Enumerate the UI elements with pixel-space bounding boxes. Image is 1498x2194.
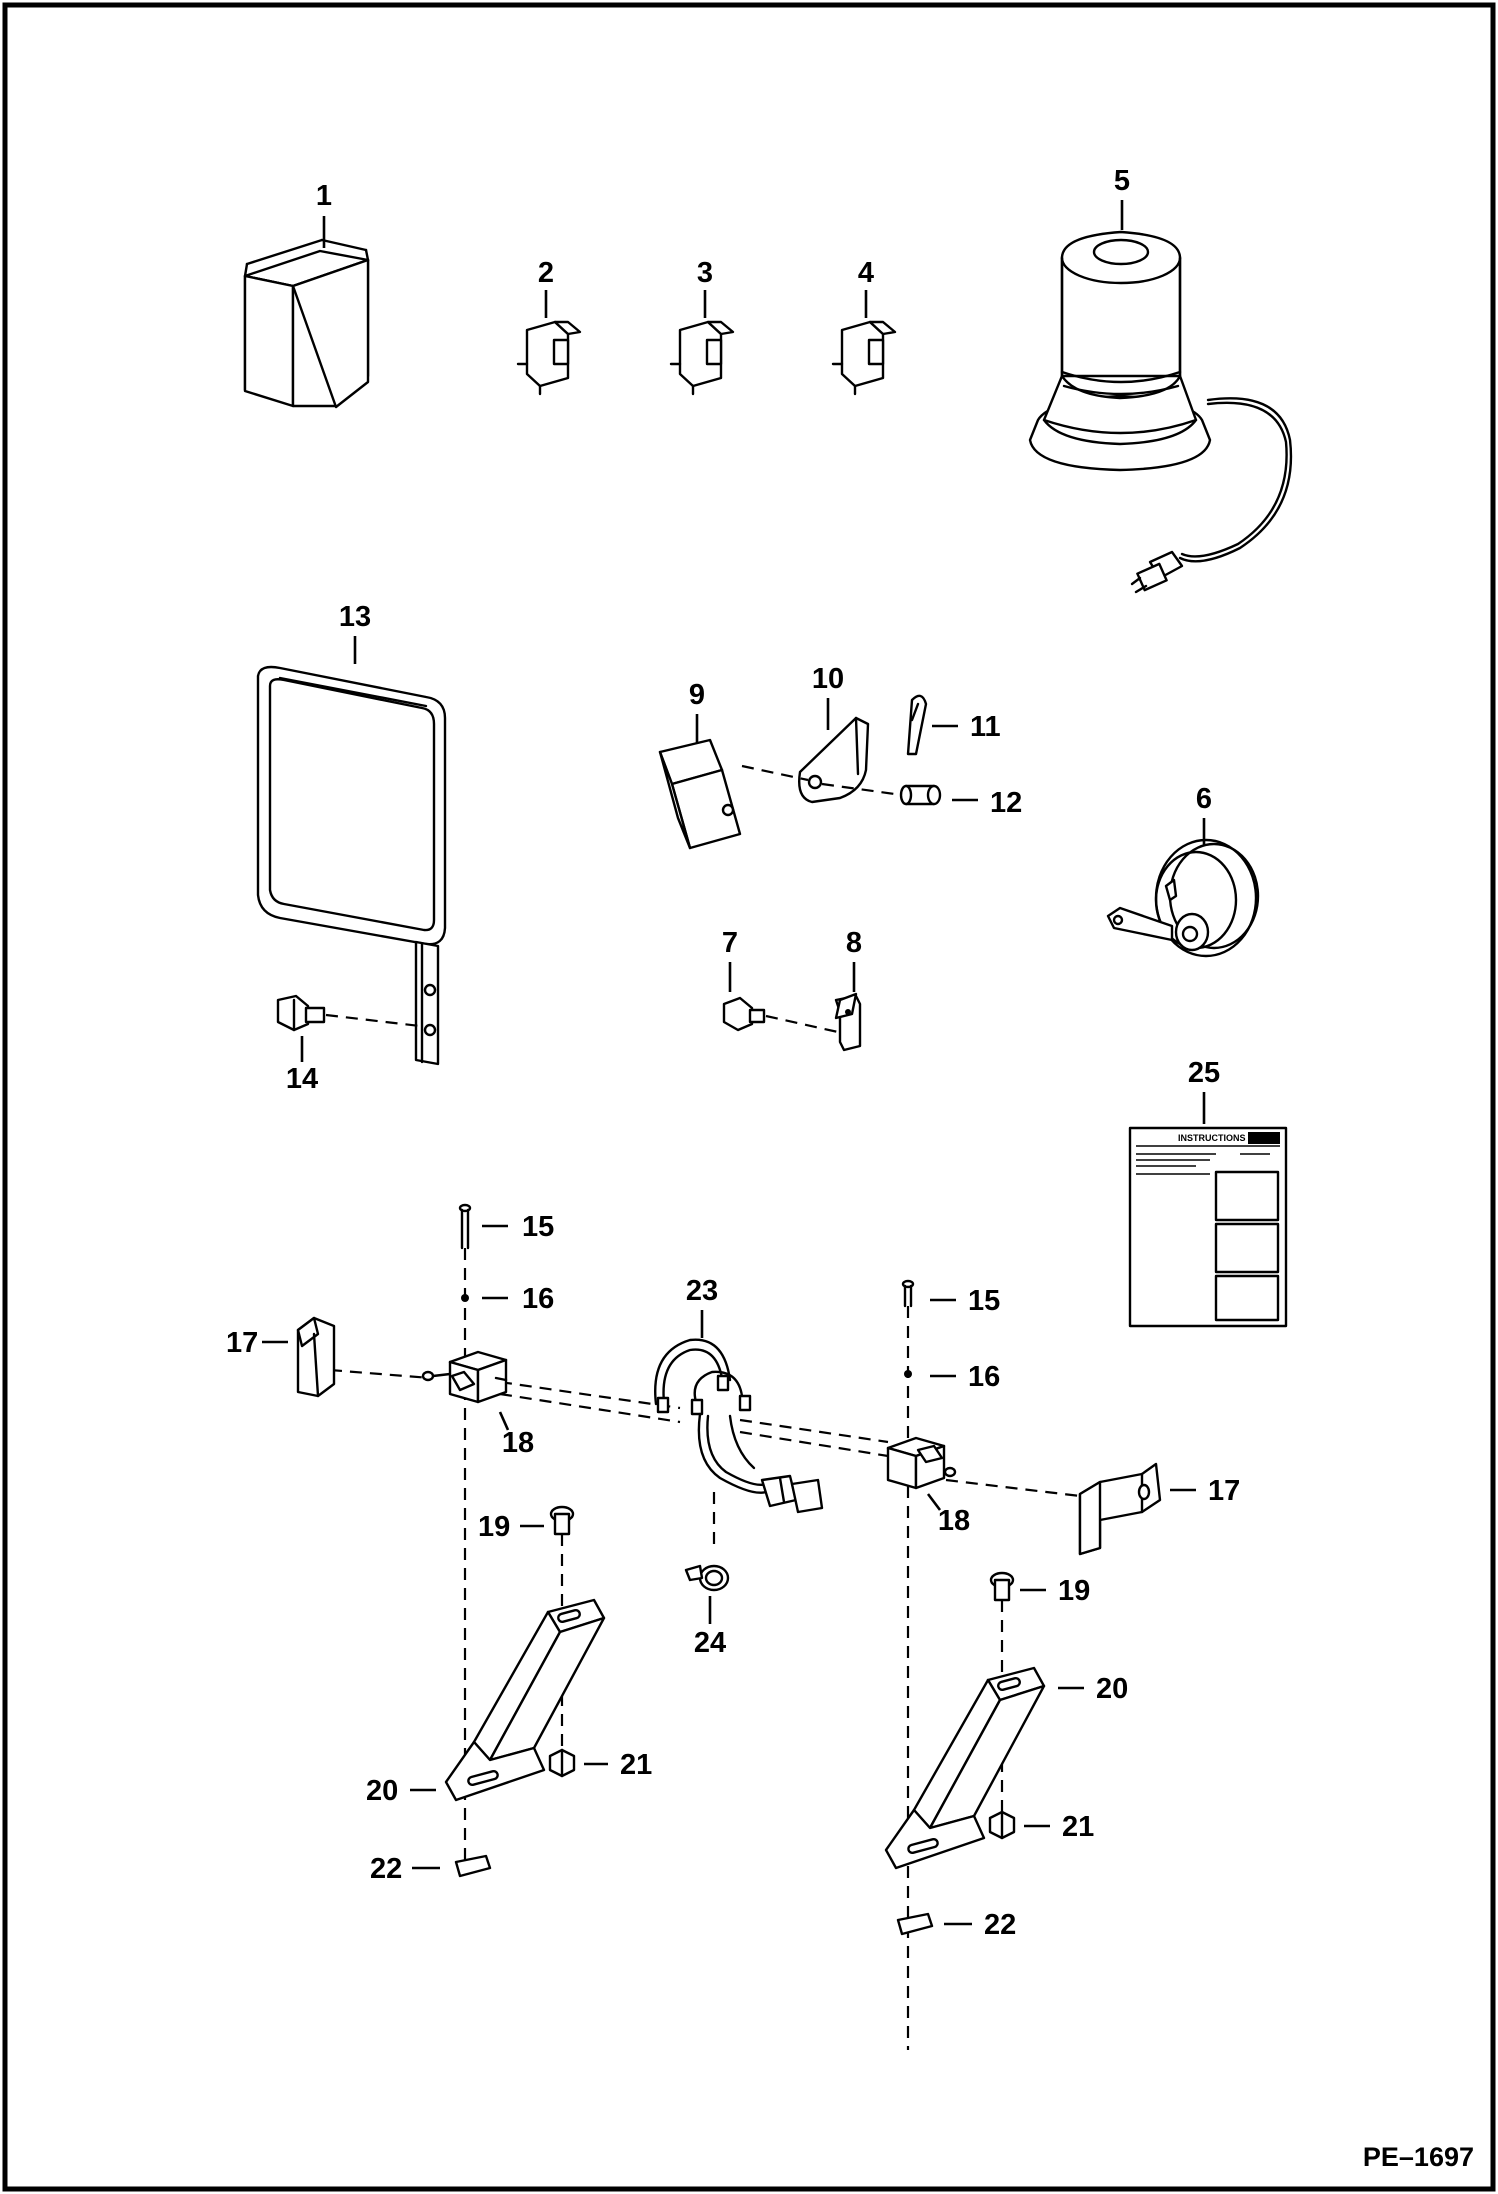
callout-11: 11 [970, 711, 1001, 743]
part-22-plate-right [896, 1912, 934, 1936]
callout-8: 8 [846, 927, 862, 959]
callout-16-left: 16 [522, 1283, 554, 1315]
callout-22-right: 22 [984, 1909, 1016, 1941]
part-11-cotter-pin [906, 694, 928, 756]
callout-19-left: 19 [478, 1511, 510, 1543]
part-17-bracket-right [1078, 1462, 1162, 1556]
part-18-block-left [421, 1350, 508, 1404]
callout-2: 2 [538, 257, 554, 289]
callout-3: 3 [697, 257, 713, 289]
callout-5: 5 [1114, 165, 1130, 197]
callout-10: 10 [812, 663, 844, 695]
part-8-clip [834, 992, 862, 1052]
part-4-switch [831, 320, 897, 396]
callout-16-right: 16 [968, 1361, 1000, 1393]
callout-6: 6 [1196, 783, 1212, 815]
part-19-bolt-right [989, 1571, 1015, 1602]
callout-23: 23 [686, 1275, 718, 1307]
callout-20-left: 20 [366, 1775, 398, 1807]
part-14-bolt [276, 994, 326, 1032]
callout-18-left: 18 [502, 1427, 534, 1459]
part-25-instruction-decal: INSTRUCTIONS [1128, 1126, 1288, 1328]
callout-24: 24 [694, 1627, 726, 1659]
part-5-beacon [1028, 230, 1293, 594]
callout-25: 25 [1188, 1057, 1220, 1089]
callout-17-left: 17 [226, 1327, 258, 1359]
part-16-washer-left [461, 1294, 469, 1302]
part-9-plate [658, 738, 742, 850]
part-21-nut-left [548, 1748, 576, 1778]
part-6-horn [1106, 838, 1260, 958]
part-2-switch [516, 320, 582, 396]
callout-21-left: 21 [620, 1749, 652, 1781]
callout-9: 9 [689, 679, 705, 711]
part-20-bracket-left [444, 1598, 606, 1802]
part-22-plate-left [454, 1854, 492, 1878]
callout-1: 1 [316, 180, 332, 212]
callout-18-right: 18 [938, 1505, 970, 1537]
callout-20-right: 20 [1096, 1673, 1128, 1705]
part-15-bolt-left [458, 1203, 472, 1250]
part-23-wiring-harness [654, 1338, 824, 1514]
part-3-switch [669, 320, 735, 396]
diagram-code: PE–1697 [1363, 2142, 1474, 2172]
callout-15-right: 15 [968, 1285, 1000, 1317]
part-24-clamp [684, 1564, 730, 1592]
callout-13: 13 [339, 601, 371, 633]
callout-21-right: 21 [1062, 1811, 1094, 1843]
part-13-mirror [256, 665, 447, 1066]
callout-12: 12 [990, 787, 1022, 819]
decal-heading: INSTRUCTIONS [1178, 1133, 1246, 1143]
part-15-bolt-right [901, 1279, 915, 1308]
part-12-pin [899, 784, 942, 806]
part-18-block-right [886, 1436, 957, 1490]
part-16-washer-right [904, 1370, 912, 1378]
callout-17-right: 17 [1208, 1475, 1240, 1507]
part-1-box [243, 238, 370, 409]
callout-14: 14 [286, 1063, 318, 1095]
callout-19-right: 19 [1058, 1575, 1090, 1607]
part-10-bracket [798, 716, 870, 804]
callout-22-left: 22 [370, 1853, 402, 1885]
callout-7: 7 [722, 927, 738, 959]
part-20-bracket-right [884, 1666, 1046, 1870]
callout-15-left: 15 [522, 1211, 554, 1243]
callout-4: 4 [858, 257, 874, 289]
part-7-bolt [722, 996, 766, 1032]
part-19-bolt-left [549, 1505, 575, 1536]
part-17-bracket-left [296, 1316, 336, 1398]
part-21-nut-right [988, 1810, 1016, 1840]
